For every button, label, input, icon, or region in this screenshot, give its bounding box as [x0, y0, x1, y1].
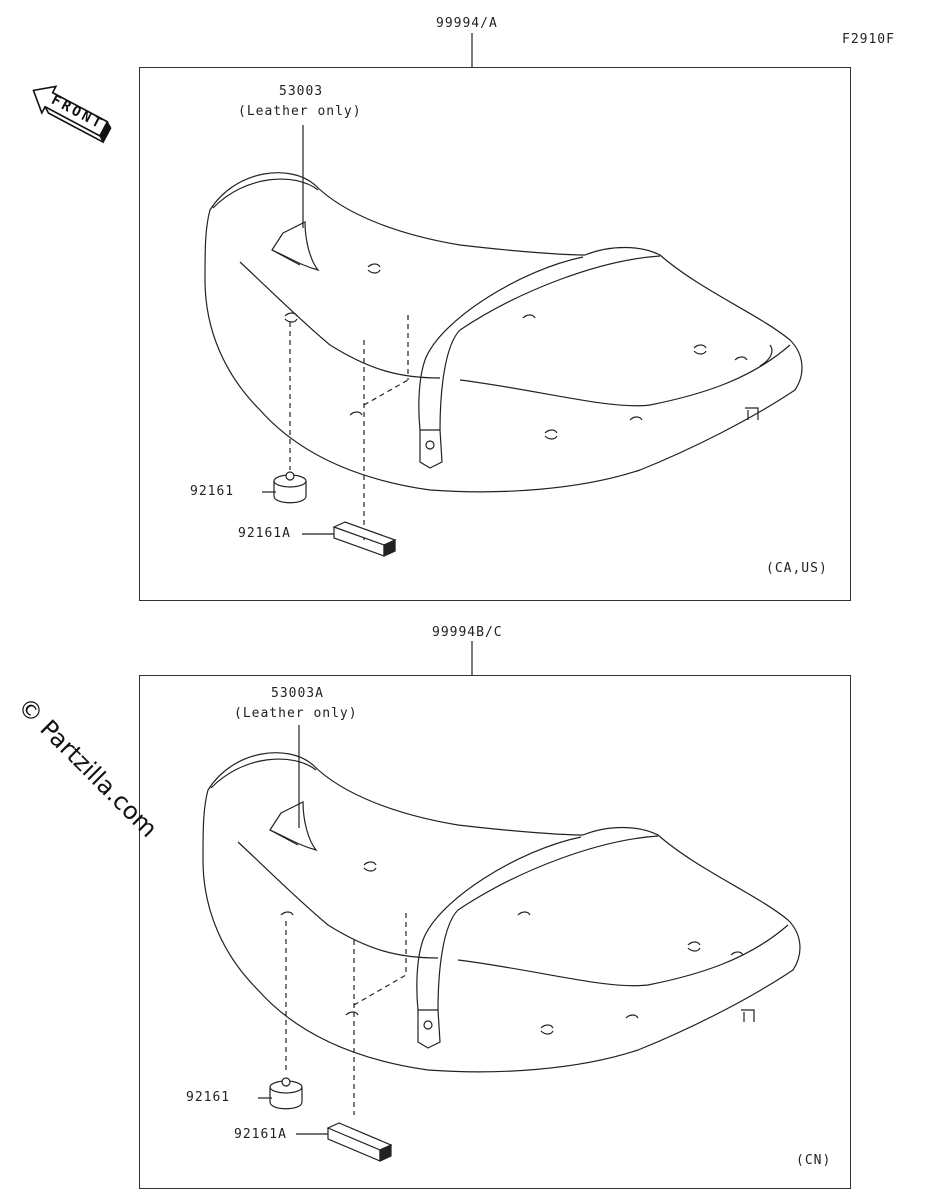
lower-seat-cover-note: (Leather only) [234, 706, 358, 721]
lower-damper-92161-icon [269, 1077, 303, 1110]
upper-damper-92161a-icon [332, 521, 397, 557]
upper-region-label: (CA,US) [766, 561, 828, 576]
lower-damper-92161a-icon [326, 1122, 393, 1162]
lower-seat-drawing [202, 752, 801, 1115]
upper-damper-a-part-number[interactable]: 92161A [238, 526, 291, 541]
upper-seat-cover-part-number[interactable]: 53003 [279, 84, 324, 99]
upper-assembly-number[interactable]: 99994/A [436, 16, 498, 31]
upper-seat-drawing [204, 125, 803, 557]
front-arrow-icon [32, 85, 112, 144]
lower-seat-cover-part-number[interactable]: 53003A [271, 686, 324, 701]
upper-damper-part-number[interactable]: 92161 [190, 484, 235, 499]
upper-damper-92161-icon [273, 471, 307, 504]
lower-assembly-number[interactable]: 99994B/C [432, 625, 503, 640]
lower-region-label: (CN) [796, 1153, 832, 1168]
lower-diagram-panel [139, 675, 851, 1189]
figure-code: F2910F [842, 32, 895, 47]
upper-seat-cover-note: (Leather only) [238, 104, 362, 119]
lower-damper-a-part-number[interactable]: 92161A [234, 1127, 287, 1142]
upper-diagram-panel [139, 67, 851, 601]
lower-damper-part-number[interactable]: 92161 [186, 1090, 231, 1105]
